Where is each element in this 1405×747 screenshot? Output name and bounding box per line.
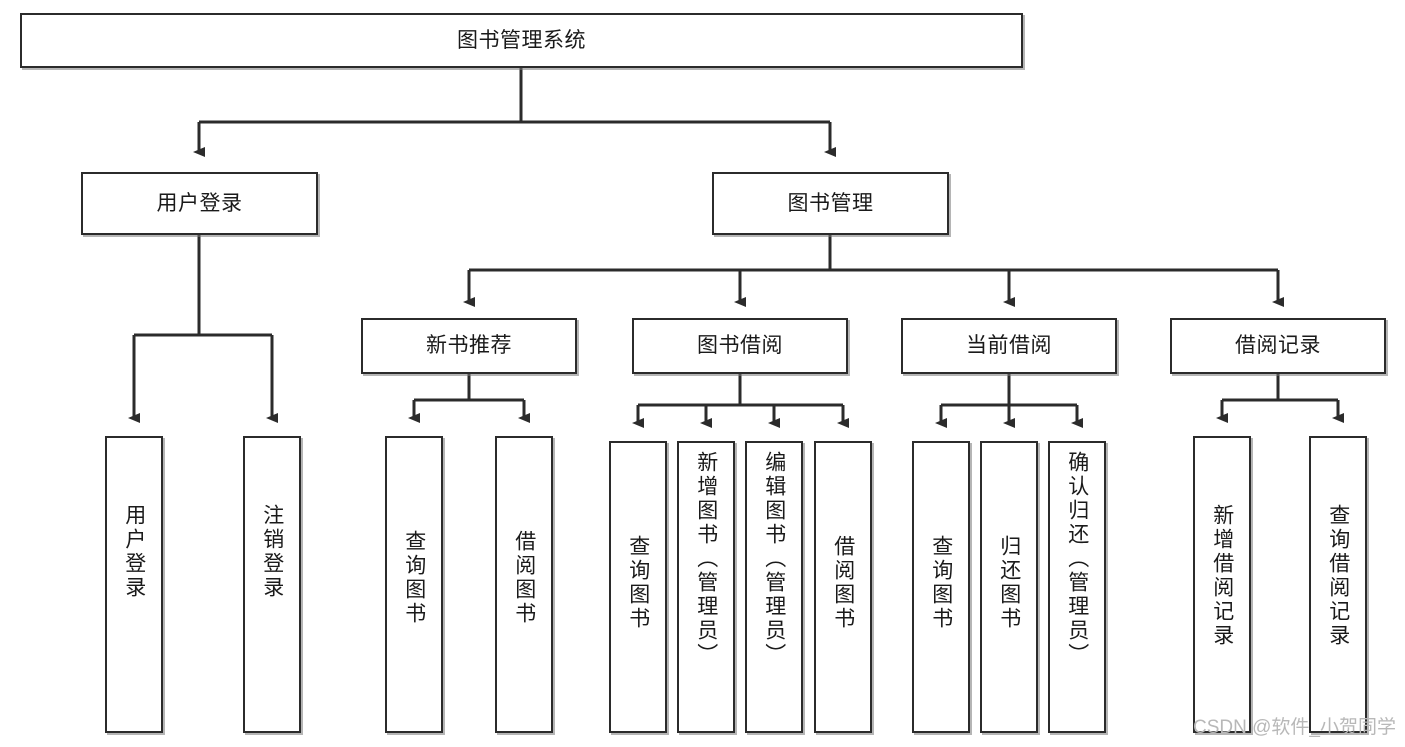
node-label: 借阅记录 (1235, 334, 1321, 358)
node-label: 借阅图书 (831, 535, 855, 631)
node-label: 用户登录 (122, 504, 146, 600)
watermark-text: CSDN @软件_小贺同学 (1193, 717, 1396, 738)
node-label: 用户登录 (156, 191, 243, 215)
node-label: 查询图书 (402, 530, 426, 626)
node-borrow-records[interactable]: 借阅记录 (1170, 318, 1386, 374)
leaf-current-confirm-return-admin[interactable]: 确认归还（管理员） (1048, 441, 1106, 733)
leaf-records-query-record[interactable]: 查询借阅记录 (1309, 436, 1367, 733)
node-label: 借阅图书 (512, 530, 536, 626)
node-label: 当前借阅 (966, 334, 1052, 358)
node-label: 新增图书（管理员） (694, 451, 718, 667)
leaf-newbooks-borrow-book[interactable]: 借阅图书 (495, 436, 553, 733)
leaf-current-return-book[interactable]: 归还图书 (980, 441, 1038, 733)
node-label: 图书管理系统 (457, 28, 586, 52)
node-book-management[interactable]: 图书管理 (712, 172, 949, 235)
leaf-logout[interactable]: 注销登录 (243, 436, 301, 733)
node-label: 注销登录 (260, 504, 284, 600)
node-label: 编辑图书（管理员） (762, 451, 786, 667)
leaf-borrow-edit-book-admin[interactable]: 编辑图书（管理员） (745, 441, 803, 733)
leaf-user-login[interactable]: 用户登录 (105, 436, 163, 733)
node-user-login[interactable]: 用户登录 (81, 172, 318, 235)
node-label: 查询图书 (929, 535, 953, 631)
node-label: 图书管理 (787, 191, 874, 215)
leaf-borrow-borrow-book[interactable]: 借阅图书 (814, 441, 872, 733)
leaf-records-add-record[interactable]: 新增借阅记录 (1193, 436, 1251, 733)
leaf-newbooks-query-book[interactable]: 查询图书 (385, 436, 443, 733)
node-new-book-recommend[interactable]: 新书推荐 (361, 318, 577, 374)
node-label: 查询借阅记录 (1326, 504, 1350, 648)
node-book-borrow[interactable]: 图书借阅 (632, 318, 848, 374)
node-root-book-management-system[interactable]: 图书管理系统 (20, 13, 1023, 68)
node-label: 新增借阅记录 (1210, 504, 1234, 648)
node-current-borrow[interactable]: 当前借阅 (901, 318, 1117, 374)
leaf-borrow-add-book-admin[interactable]: 新增图书（管理员） (677, 441, 735, 733)
node-label: 图书借阅 (697, 334, 783, 358)
node-label: 新书推荐 (426, 334, 512, 358)
node-label: 确认归还（管理员） (1065, 451, 1089, 667)
leaf-borrow-query-book[interactable]: 查询图书 (609, 441, 667, 733)
node-label: 查询图书 (626, 535, 650, 631)
leaf-current-query-book[interactable]: 查询图书 (912, 441, 970, 733)
node-label: 归还图书 (997, 535, 1021, 631)
